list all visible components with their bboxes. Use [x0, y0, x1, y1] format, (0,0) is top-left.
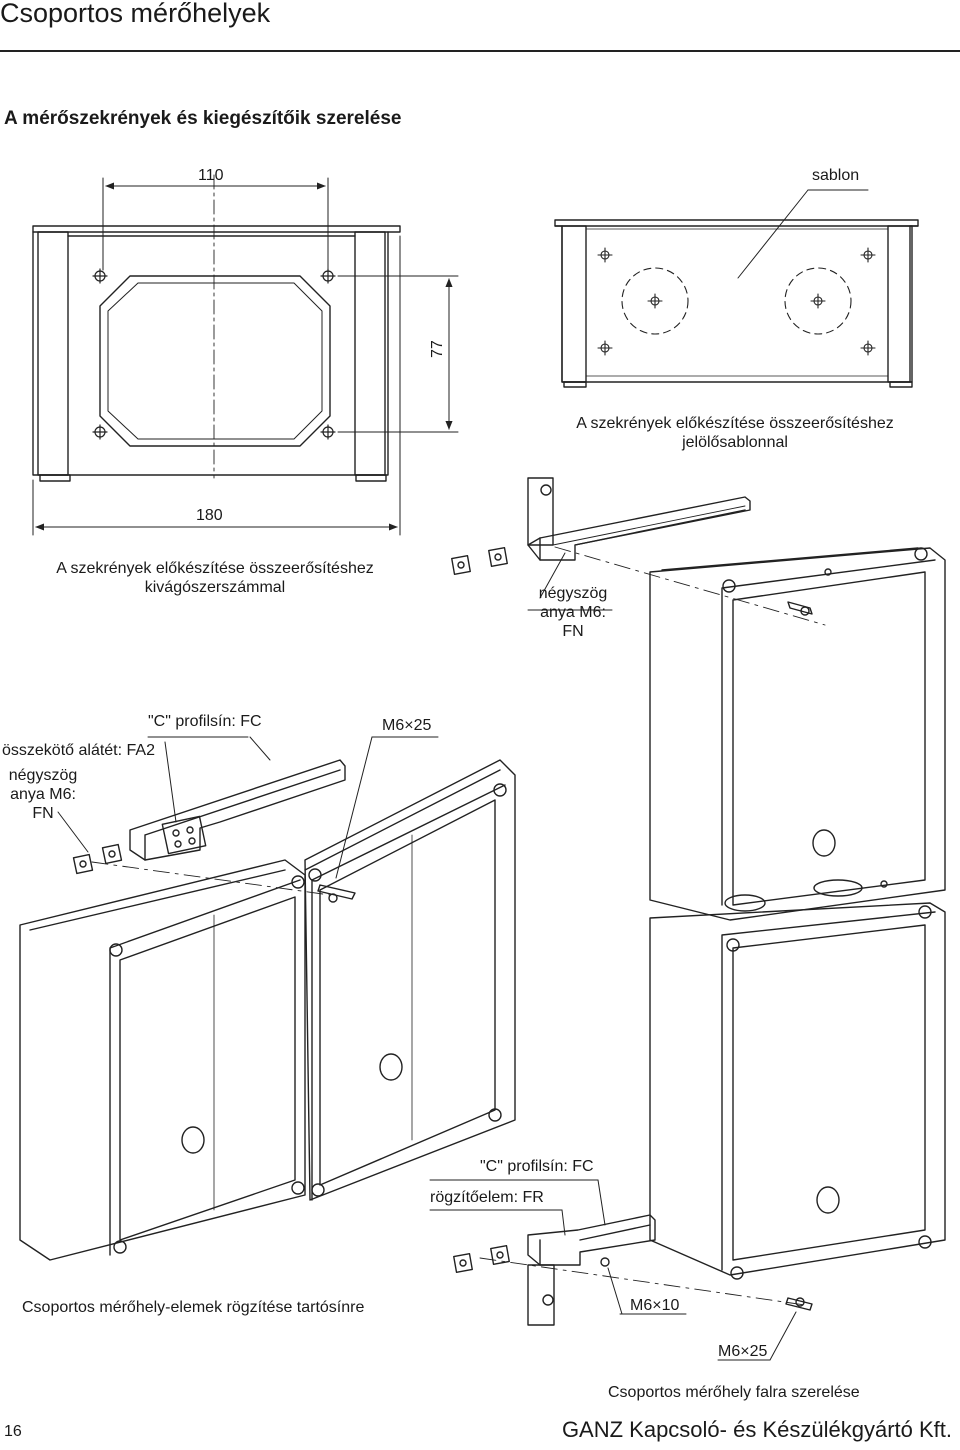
template-hole-marks — [597, 247, 876, 356]
wall-mounting-caption: Csoportos mérőhely falra szerelése — [608, 1384, 860, 1401]
nut-label-left: négyszög anya M6: FN — [0, 766, 86, 823]
page-title: Csoportos mérőhelyek — [0, 0, 271, 28]
lower-rail-assembly — [429, 1179, 813, 1361]
right-upper-box — [649, 547, 946, 921]
template-label: sablon — [812, 167, 860, 184]
dimension-total-label: 180 — [196, 507, 223, 524]
nut-label-right-line3: FN — [562, 623, 584, 640]
dimension-lines — [32, 177, 459, 536]
nut-label-left-line3: FN — [32, 805, 54, 822]
nut-label-left-line2: anya M6: — [10, 786, 76, 803]
profile-rail-label-upper: "C" profilsín: FC — [148, 713, 262, 730]
page-number: 16 — [4, 1423, 22, 1440]
bracket-hole — [540, 484, 552, 496]
profile-rail-label-lower: "C" profilsín: FC — [480, 1158, 594, 1175]
upper-rail-assembly — [451, 477, 826, 626]
dimension-height-label: 77 — [429, 340, 446, 358]
nut-label-right: négyszög anya M6: FN — [528, 584, 618, 641]
left-box-2 — [304, 759, 516, 1201]
company-name: GANZ Kapcsoló- és Készülékgyártó Kft. — [561, 1417, 952, 1442]
template-caption-line1: A szekrények előkészítése összeerősítésh… — [576, 415, 894, 432]
template-caption-line2: jelölősablonnal — [682, 434, 788, 451]
fixing-element-label: rögzítőelem: FR — [430, 1189, 544, 1206]
nut-label-right-line1: négyszög — [538, 585, 608, 602]
cutout-caption-line2: kivágószerszámmal — [144, 579, 286, 596]
template-caption: A szekrények előkészítése összeerősítésh… — [540, 414, 930, 452]
section-heading: A mérőszekrények és kiegészítőik szerelé… — [4, 108, 402, 129]
dimension-width-label: 110 — [198, 167, 224, 184]
rail-mounting-caption: Csoportos mérőhely-elemek rögzítése tart… — [22, 1299, 365, 1316]
mounting-hole — [92, 268, 336, 440]
title-rule — [0, 50, 960, 52]
cutout-caption-line1: A szekrények előkészítése összeerősítésh… — [56, 560, 374, 577]
screw-m6x10-label: M6×10 — [630, 1297, 680, 1314]
bracket-hole — [542, 1294, 554, 1306]
screw-label-upper: M6×25 — [382, 717, 432, 734]
cutout-caption: A szekrények előkészítése összeerősítésh… — [20, 559, 410, 597]
washer-label: összekötő alátét: FA2 — [2, 742, 155, 759]
left-rail-assembly — [57, 736, 439, 903]
nut-label-left-line1: négyszög — [8, 767, 78, 784]
screw-label-lower: M6×25 — [718, 1343, 768, 1360]
left-box-1 — [19, 859, 306, 1261]
octagonal-cutout — [99, 275, 331, 447]
right-lower-box — [649, 902, 946, 1280]
template-box-front-view — [554, 189, 919, 388]
nut-label-right-line2: anya M6: — [540, 604, 606, 621]
cutout-box-front-view — [32, 174, 401, 482]
